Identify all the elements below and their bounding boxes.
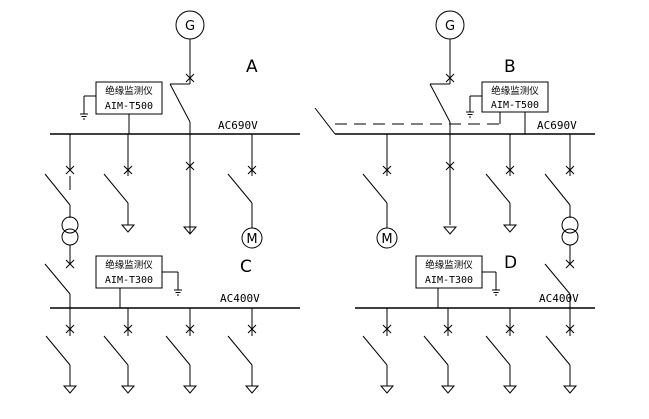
monitor-c-name: 绝缘监测仪 <box>105 259 153 271</box>
monitor-a-model: AIM-T500 <box>105 101 153 112</box>
bus-c-voltage: AC400V <box>220 292 260 305</box>
generator-a-symbol: G <box>170 10 205 85</box>
incoming-c-switch <box>44 263 71 295</box>
insulation-monitor-d: 绝缘监测仪 AIM-T300 <box>415 255 500 308</box>
incoming-d-switch <box>544 263 571 295</box>
feeder-b-motor: M <box>362 134 398 249</box>
section-d: D 绝缘监测仪 AIM-T300 AC400V <box>355 253 595 309</box>
motor-b-label: M <box>381 232 392 247</box>
feeder-a-motor: M <box>227 134 263 249</box>
generator-a-label: G <box>185 19 195 34</box>
bus-a-voltage: AC690V <box>218 119 258 132</box>
section-c: C 绝缘监测仪 AIM-T300 AC400V <box>44 255 300 309</box>
lower-feeder-6 <box>423 308 456 394</box>
lower-feeder-4 <box>227 308 260 394</box>
feeder-a-transformer <box>44 134 79 269</box>
monitor-b-name: 绝缘监测仪 <box>491 85 539 97</box>
monitor-d-name: 绝缘监测仪 <box>425 259 473 271</box>
section-a: A G 绝缘监测仪 AIM-T500 <box>44 10 300 269</box>
lower-feeder-2 <box>103 308 136 394</box>
insulation-monitor-a: 绝缘监测仪 AIM-T500 <box>80 81 163 134</box>
generator-b-symbol: G <box>430 10 465 85</box>
monitor-c-model: AIM-T300 <box>105 275 153 286</box>
bus-b-voltage: AC690V <box>537 119 577 132</box>
generator-b-label: G <box>445 19 455 34</box>
section-c-label: C <box>240 257 252 277</box>
insulation-monitor-c: 绝缘监测仪 AIM-T300 <box>95 255 182 308</box>
lower-feeder-3 <box>165 308 198 394</box>
monitor-d-model: AIM-T300 <box>425 275 473 286</box>
lower-feeder-5 <box>362 308 395 394</box>
generator-a-feeder <box>169 83 198 235</box>
section-d-label: D <box>504 253 517 273</box>
feeder-a-load-2 <box>103 134 136 233</box>
section-b-label: B <box>504 57 516 77</box>
feeder-b-transformer <box>544 134 579 269</box>
motor-a-label: M <box>246 232 257 247</box>
lower-feeder-8 <box>545 308 578 394</box>
section-b: B G 绝缘监测仪 AIM-T500 <box>314 10 595 269</box>
feeder-b-load-3 <box>485 134 518 233</box>
section-a-label: A <box>246 57 258 77</box>
lower-feeder-1 <box>45 308 78 394</box>
bus-d-voltage: AC400V <box>539 292 579 305</box>
monitor-b-model: AIM-T500 <box>491 100 539 111</box>
monitor-a-name: 绝缘监测仪 <box>105 85 153 97</box>
generator-b-feeder <box>429 83 458 235</box>
lower-feeders <box>45 308 578 394</box>
insulation-monitor-b: 绝缘监测仪 AIM-T500 <box>466 81 549 134</box>
lower-feeder-7 <box>485 308 518 394</box>
